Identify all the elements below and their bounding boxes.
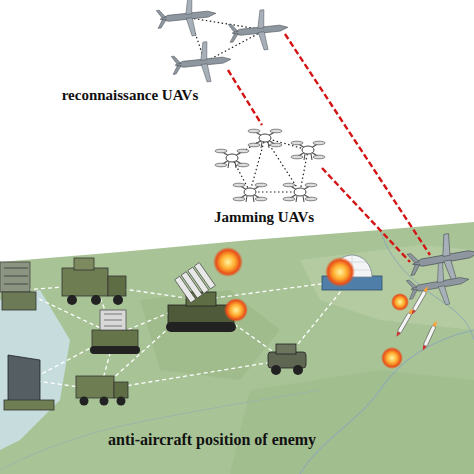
- terrain-map: [0, 222, 474, 474]
- group-label: anti-aircraft position of enemy: [108, 432, 408, 449]
- group-label: Jamming UAVs: [214, 210, 354, 226]
- jeep: [268, 344, 306, 375]
- group-label: reconnaissance UAVs: [60, 88, 200, 104]
- military-truck: [62, 258, 126, 305]
- radar-antenna: [0, 262, 36, 310]
- radar-dome: [322, 255, 382, 290]
- recon-uav: [155, 0, 290, 85]
- radar-vehicle: [90, 310, 140, 354]
- jamming-uav: [215, 129, 325, 202]
- attack-uav: [404, 229, 474, 311]
- ground-network: [20, 280, 350, 390]
- command-truck: [76, 376, 128, 406]
- explosion: [213, 247, 409, 369]
- data-link: [228, 34, 430, 262]
- phased-array-radar: [4, 355, 54, 410]
